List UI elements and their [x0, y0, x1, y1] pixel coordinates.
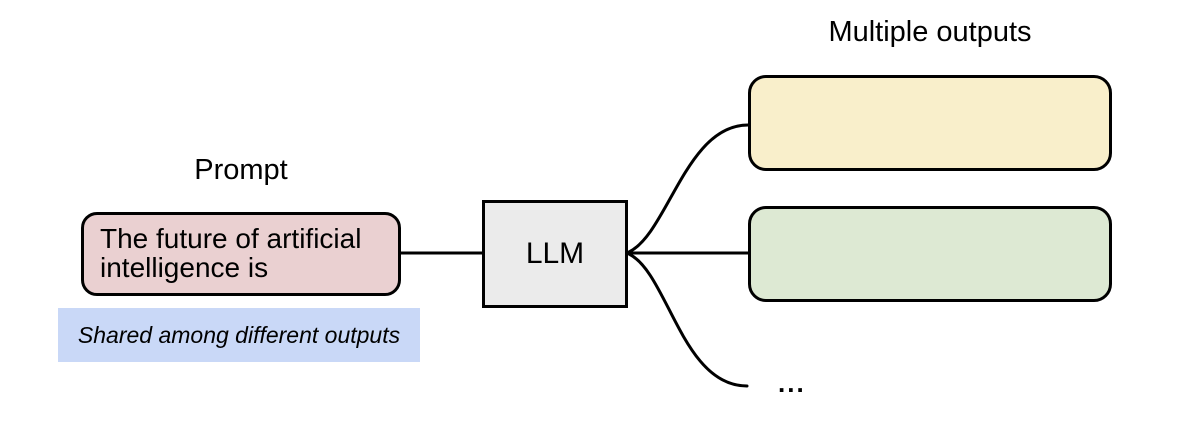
shared-note: Shared among different outputs — [58, 308, 420, 362]
connector-llm-to-ellipsis — [627, 252, 749, 388]
shared-note-text: Shared among different outputs — [77, 321, 401, 348]
multiple-outputs-label: Multiple outputs — [828, 16, 1032, 48]
ellipsis-label: ... — [778, 368, 806, 398]
output-box-2 — [748, 206, 1112, 302]
connector-llm-to-output-1 — [627, 123, 750, 254]
llm-box: LLM — [482, 200, 628, 308]
prompt-box-text-line: intelligence is — [100, 252, 269, 283]
prompt-box: The future of artificial intelligence is — [81, 212, 401, 296]
prompt-box-text-line: The future of artificial — [100, 223, 362, 254]
llm-box-label: LLM — [525, 237, 585, 270]
prompt-label: Prompt — [194, 154, 288, 186]
output-box-1 — [748, 75, 1112, 171]
